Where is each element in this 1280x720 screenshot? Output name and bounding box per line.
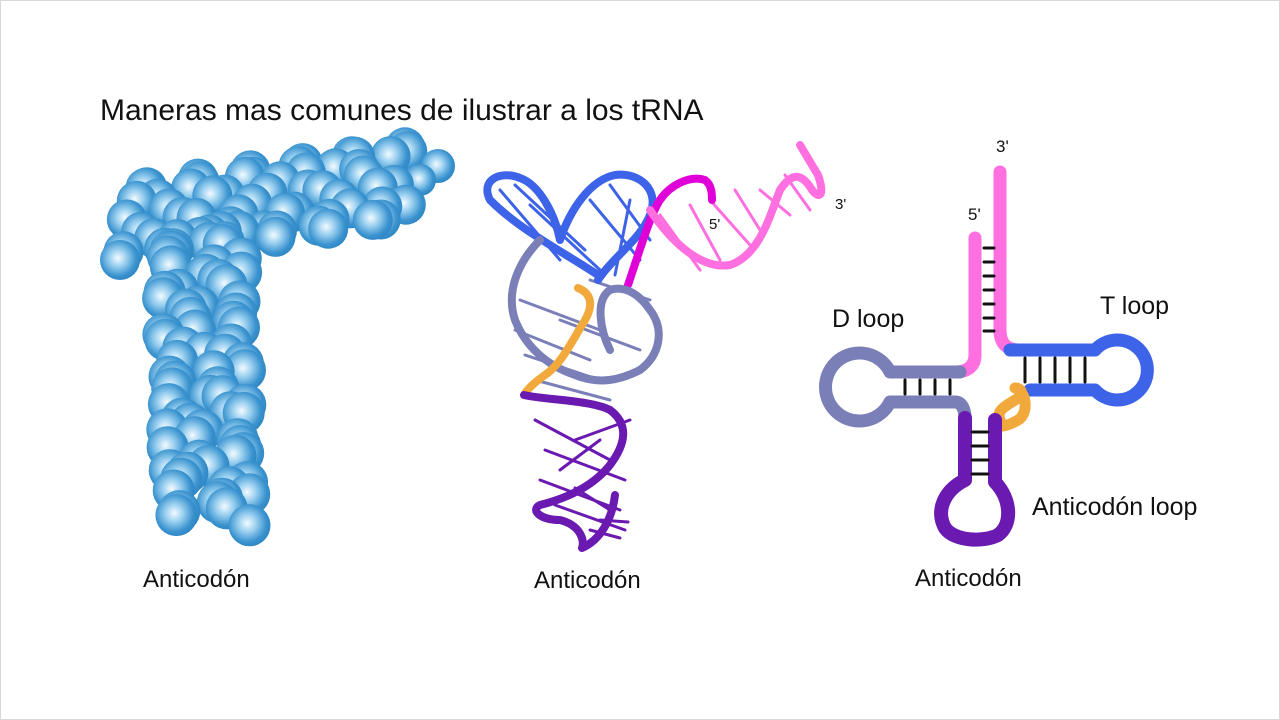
atom-sphere — [100, 240, 140, 280]
ribbon-variable — [520, 284, 595, 399]
d-arm — [819, 346, 972, 428]
atom-sphere — [155, 494, 198, 537]
atom-sphere — [255, 216, 296, 257]
acceptor-stem-3prime-strand — [993, 165, 1027, 357]
t-arm-basepairs — [1023, 356, 1087, 384]
page-title: Maneras mas comunes de ilustrar a los tR… — [100, 94, 704, 127]
acceptor-basepairs — [982, 246, 996, 333]
t-loop-label: T loop — [1100, 292, 1170, 320]
acceptor-stem-5prime-strand — [933, 231, 982, 379]
variable-loop — [989, 382, 1031, 432]
t-arm — [1003, 333, 1154, 407]
ribbon-5prime-label: 5' — [709, 216, 721, 233]
atom-sphere — [308, 208, 349, 249]
d-loop-label: D loop — [832, 305, 905, 333]
anticodon-loop-label: Anticodón loop — [1032, 493, 1198, 521]
ribbon-caption: Anticodón — [534, 567, 641, 594]
cloverleaf-5prime-label: 5' — [968, 205, 981, 224]
ribbon-3prime-label: 3' — [835, 196, 847, 213]
atom-sphere — [352, 199, 393, 240]
ribbon-anticodon-arm — [520, 391, 628, 552]
atom-sphere — [228, 504, 271, 547]
cloverleaf-3prime-label: 3' — [996, 137, 1009, 156]
spacefill-caption: Anticodón — [143, 566, 250, 593]
cloverleaf-caption: Anticodón — [915, 565, 1022, 592]
anticodon-basepairs — [970, 430, 990, 476]
ribbon-d-arm — [507, 236, 663, 385]
d-arm-basepairs — [903, 378, 952, 396]
ribbon-acceptor-light — [646, 141, 826, 270]
ribbon-acceptor-dark — [624, 174, 716, 289]
anticodon-arm — [934, 411, 1016, 547]
sphere-cluster — [100, 127, 455, 547]
